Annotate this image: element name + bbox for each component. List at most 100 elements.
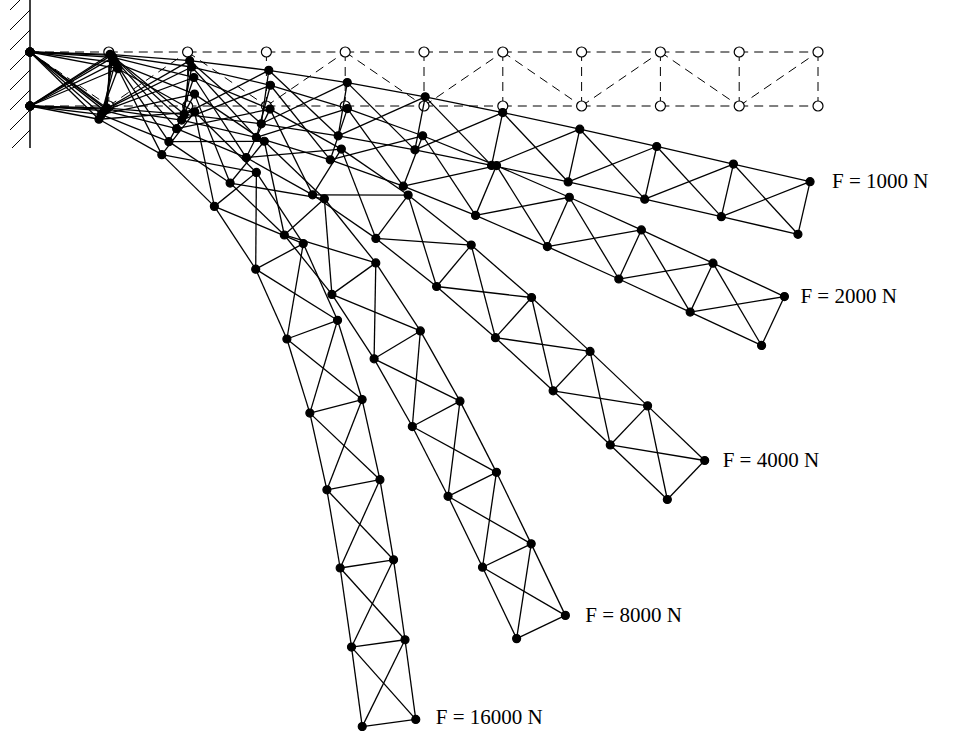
- deformed-member: [690, 312, 761, 345]
- deformed-joint: [492, 468, 500, 476]
- deformed-joint: [334, 316, 342, 324]
- deformed-member: [162, 112, 195, 155]
- deformed-member: [113, 57, 194, 77]
- deformed-member: [30, 52, 101, 115]
- deformed-joint: [408, 423, 416, 431]
- deformed-member: [437, 245, 472, 286]
- deformed-member: [569, 197, 641, 230]
- deformed-member: [162, 155, 257, 173]
- undeformed-member: [109, 52, 188, 53]
- deformed-joint: [641, 195, 649, 203]
- deformed-member: [690, 263, 713, 312]
- deformed-member: [338, 97, 425, 136]
- deformed-member: [99, 69, 118, 120]
- undeformed-joint: [26, 102, 34, 110]
- deformed-joint: [337, 145, 345, 153]
- deformed-joint: [528, 294, 536, 302]
- deformed-member: [483, 567, 566, 615]
- deformed-joint: [479, 563, 487, 571]
- deformed-member: [448, 496, 531, 544]
- deformed-member: [376, 238, 437, 286]
- deformed-joint: [95, 115, 103, 123]
- undeformed-joint: [655, 47, 665, 57]
- deformed-member: [483, 544, 532, 567]
- deformed-member: [403, 186, 475, 215]
- deformed-member: [30, 62, 115, 106]
- deformed-member: [460, 401, 496, 472]
- deformed-member: [374, 263, 376, 359]
- deformed-member: [327, 480, 380, 490]
- deformed-member: [256, 172, 303, 243]
- deformed-member: [403, 166, 496, 187]
- deformed-member: [287, 339, 310, 413]
- undeformed-member: [660, 52, 739, 53]
- deformed-member: [347, 109, 422, 136]
- deformed-member: [553, 351, 590, 390]
- deformed-joint: [433, 282, 441, 290]
- deformed-joint: [328, 290, 336, 298]
- deformed-joint: [26, 102, 34, 110]
- undeformed-member: [188, 52, 267, 53]
- deformed-member: [532, 298, 591, 352]
- deformed-member: [476, 166, 497, 216]
- deformed-joint: [376, 476, 384, 484]
- deformed-member: [412, 401, 460, 426]
- deformed-member: [657, 146, 734, 164]
- deformed-joint: [499, 109, 507, 117]
- deformed-joint: [26, 48, 34, 56]
- deformed-joint: [644, 402, 652, 410]
- undeformed-member: [582, 106, 661, 107]
- deformed-member: [332, 294, 420, 331]
- wall-line: [29, 0, 31, 148]
- undeformed-member: [424, 106, 503, 107]
- deformed-joint: [399, 182, 407, 190]
- deformed-member: [713, 263, 784, 296]
- deformed-member: [568, 129, 580, 182]
- deformed-joint: [421, 93, 429, 101]
- deformed-member: [192, 67, 271, 85]
- deformed-joint: [210, 202, 218, 210]
- undeformed-member: [503, 52, 582, 106]
- deformed-member: [30, 52, 99, 119]
- undeformed-joint: [577, 101, 587, 111]
- deformed-member: [214, 206, 303, 243]
- deformed-member: [284, 235, 332, 294]
- deformed-member: [287, 339, 362, 400]
- deformed-member: [30, 52, 115, 62]
- deformed-member: [352, 647, 363, 727]
- deformed-joint: [586, 347, 594, 355]
- deformed-joint: [472, 211, 480, 219]
- deformed-member: [412, 427, 496, 473]
- undeformed-joint: [813, 47, 823, 57]
- deformed-member: [394, 560, 405, 640]
- undeformed-member: [266, 52, 345, 53]
- deformed-joint: [513, 635, 521, 643]
- deformed-member: [580, 129, 657, 146]
- deformed-member: [270, 85, 330, 160]
- deformed-joint: [26, 48, 34, 56]
- load-label: F = 16000 N: [434, 706, 545, 729]
- deformed-member: [376, 263, 421, 331]
- deformed-member: [420, 331, 460, 401]
- deformed-member: [30, 106, 99, 119]
- deformed-member: [310, 400, 362, 414]
- deformed-joint: [758, 341, 766, 349]
- deformed-member: [270, 85, 347, 108]
- deformed-joint: [358, 723, 366, 731]
- deformed-member: [619, 263, 713, 279]
- deformed-joint: [561, 611, 569, 619]
- deformed-joint: [401, 636, 409, 644]
- deformed-joint: [615, 275, 623, 283]
- deformed-member: [192, 67, 257, 137]
- deformed-member: [376, 238, 471, 245]
- deformed-member: [423, 136, 497, 166]
- deformed-member: [313, 149, 342, 195]
- undeformed-member: [109, 106, 188, 107]
- deformed-joint: [26, 102, 34, 110]
- deformed-member: [448, 472, 496, 496]
- deformed-joint: [306, 409, 314, 417]
- deformed-joint: [336, 564, 344, 572]
- undeformed-member: [503, 106, 582, 107]
- deformed-joint: [266, 81, 274, 89]
